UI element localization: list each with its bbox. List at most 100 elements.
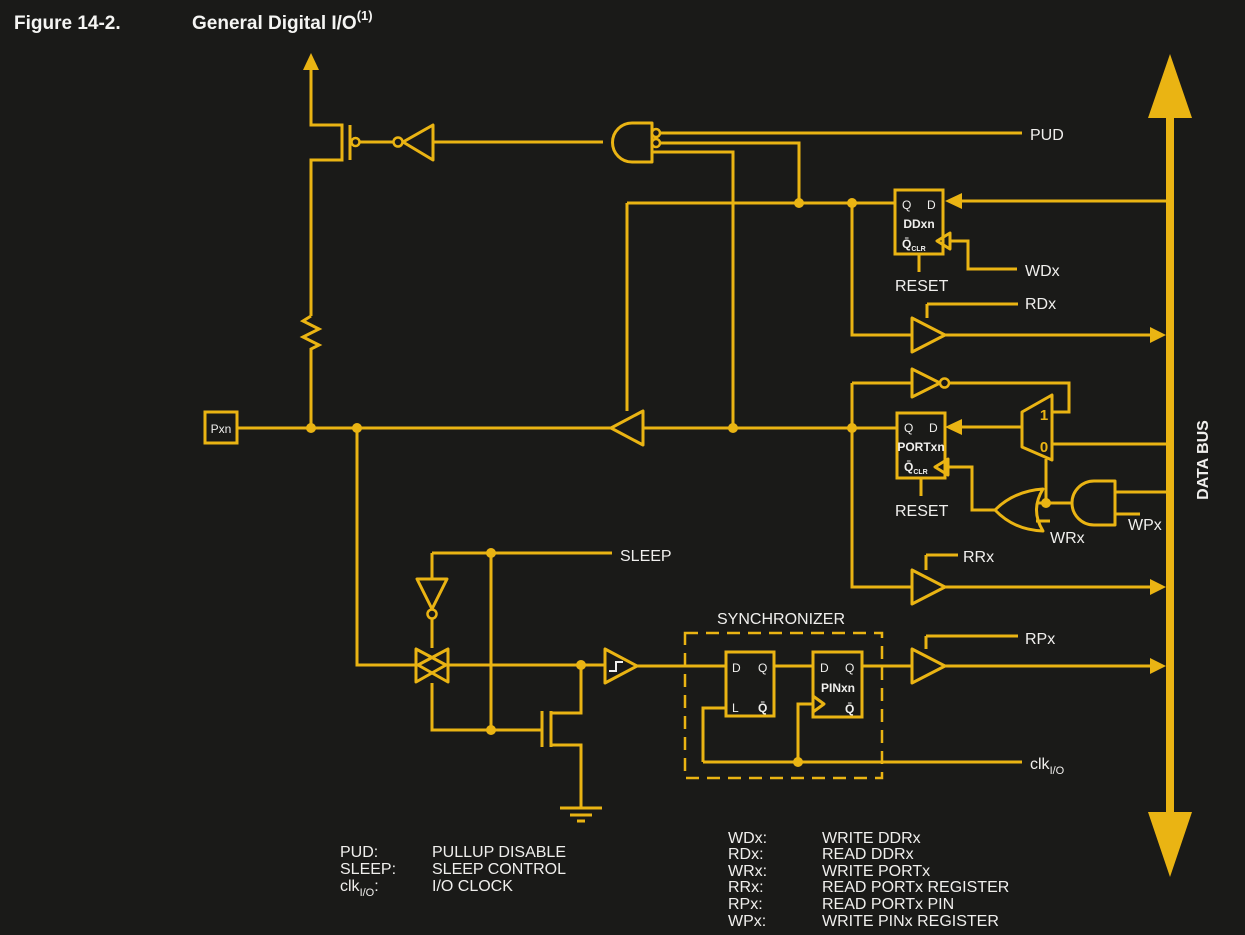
pmos-gate-bubble <box>350 136 361 148</box>
legend-def: WRITE PINx REGISTER <box>822 913 999 930</box>
legend-def: SLEEP CONTROL <box>432 861 566 878</box>
ddxn-q-net <box>625 201 895 411</box>
wdx-label: WDx <box>1025 263 1060 280</box>
ddxn-d-arrow <box>945 193 962 209</box>
rpx-label: RPx <box>1025 631 1055 648</box>
portxn-inv-out <box>949 381 1071 414</box>
ddxn-d-pin: D <box>927 198 936 212</box>
rpx-buffer <box>910 647 947 685</box>
wdx-net <box>950 239 1017 271</box>
ddxn-register-box <box>893 188 945 256</box>
portxn-q-net <box>850 381 912 589</box>
legend-term: RPx: <box>728 896 763 913</box>
synchronizer-dashed-box <box>683 631 884 780</box>
portxn-d-arrow <box>945 419 962 435</box>
rrx-label: RRx <box>963 549 994 566</box>
legend-right: WDx: WRITE DDRx RDx: READ DDRx WRx: WRIT… <box>728 830 1009 930</box>
synchronizer-label: SYNCHRONIZER <box>717 611 845 628</box>
figure-title: Figure 14-2.General Digital I/O(1) <box>14 8 373 34</box>
wrx-label: WRx <box>1050 530 1085 547</box>
rdx-control-net <box>925 302 1018 318</box>
clk-io-label: clkI/O <box>1030 756 1065 777</box>
latch-qbar-pin: Q̄ <box>758 701 767 715</box>
rpx-bus-arrow <box>1150 658 1166 674</box>
sleep-tap <box>355 428 605 667</box>
sleep-inverter-bubble <box>426 608 438 620</box>
and-bubble-pud <box>650 127 662 139</box>
legend-term: SLEEP: <box>340 861 396 878</box>
or-input-nets <box>1036 501 1071 523</box>
data-bus-label: DATA BUS <box>1195 420 1212 500</box>
legend-term: WPx: <box>728 913 766 930</box>
reset-label-portxn: RESET <box>895 503 949 520</box>
portxn-input-mux <box>1020 393 1054 462</box>
pinxn-d-pin: D <box>820 661 829 675</box>
portxn-qbar-pin: Q̄CLR <box>904 460 928 476</box>
latch-nets <box>701 664 1022 764</box>
legend-def: I/O CLOCK <box>432 878 513 895</box>
mux-input-zero: 0 <box>1040 439 1048 456</box>
rdx-label: RDx <box>1025 296 1056 313</box>
wrx-wpx-or-gate <box>993 487 1045 533</box>
sleep-inverter <box>415 577 449 611</box>
data-bus-trunk <box>1166 115 1174 815</box>
wpx-label: WPx <box>1128 517 1162 534</box>
legend-left: PUD: PULLUP DISABLE SLEEP: SLEEP CONTROL… <box>340 844 566 899</box>
legend-term: WDx: <box>728 830 767 847</box>
legend-def: WRITE DDRx <box>822 830 921 847</box>
latch-q-pin: Q <box>758 661 767 675</box>
schmitt-hysteresis-icon <box>609 661 623 672</box>
latch-l-pin: L <box>732 701 739 715</box>
legend-term: clkI/O: <box>340 878 379 899</box>
rrx-buffer <box>910 568 947 606</box>
pinxn-clock-triangle <box>811 694 826 714</box>
legend-def: WRITE PORTx <box>822 863 930 880</box>
rdx-bus-arrow <box>1150 327 1166 343</box>
pullup-inverter <box>401 123 435 162</box>
portxn-feedback-inverter <box>910 367 942 399</box>
reset-label-ddxn: RESET <box>895 278 949 295</box>
portxn-inverter-bubble <box>938 377 951 389</box>
data-bus-arrow-up <box>1148 54 1192 118</box>
legend-term: RDx: <box>728 846 764 863</box>
junction-dots <box>306 198 1051 767</box>
mux-input-one: 1 <box>1040 407 1048 424</box>
rdx-buffer-net <box>850 203 1150 337</box>
portxn-q-pin: Q <box>904 421 913 435</box>
register-boxes <box>203 188 947 780</box>
rdx-buffer <box>910 316 947 354</box>
rpx-nets <box>924 634 1150 668</box>
pxn-pad-box <box>203 410 239 445</box>
rrx-bus-arrow <box>1150 579 1166 595</box>
legend-def: PULLUP DISABLE <box>432 844 566 861</box>
sleep-label: SLEEP <box>620 548 672 565</box>
legend-def: READ PORTx REGISTER <box>822 879 1009 896</box>
and-bubble-ddxn <box>650 137 662 149</box>
output-driver-buffer <box>609 409 645 447</box>
vcc-arrow <box>303 53 319 70</box>
portxn-clock-triangle <box>933 457 950 477</box>
portxn-register-box <box>895 411 947 480</box>
and2-input-nets <box>1115 490 1166 516</box>
data-bus-arrow-down <box>1148 812 1192 877</box>
pullup-inverter-bubble <box>392 136 404 148</box>
portxn-clock-net <box>948 465 995 512</box>
legend-def: READ DDRx <box>822 846 914 863</box>
ddxn-qbar-pin: Q̄CLR <box>902 237 926 253</box>
data-bus <box>1148 54 1192 877</box>
schmitt-trigger <box>603 647 639 685</box>
pullup-resistor <box>299 314 323 428</box>
sleep-net <box>430 551 612 732</box>
pinxn-name: PINxn <box>821 681 855 695</box>
labels: Figure 14-2.General Digital I/O(1) PUD W… <box>14 8 1212 777</box>
legend-term: WRx: <box>728 863 767 880</box>
pinxn-q-pin: Q <box>845 661 854 675</box>
sync-latch-box <box>724 650 776 718</box>
legend-def: READ PORTx PIN <box>822 896 954 913</box>
legend-term: RRx: <box>728 879 764 896</box>
pinxn-register-box <box>811 650 864 719</box>
and-input-nets <box>652 131 1022 428</box>
ddxn-q-pin: Q <box>902 198 911 212</box>
pud-label: PUD <box>1030 127 1064 144</box>
